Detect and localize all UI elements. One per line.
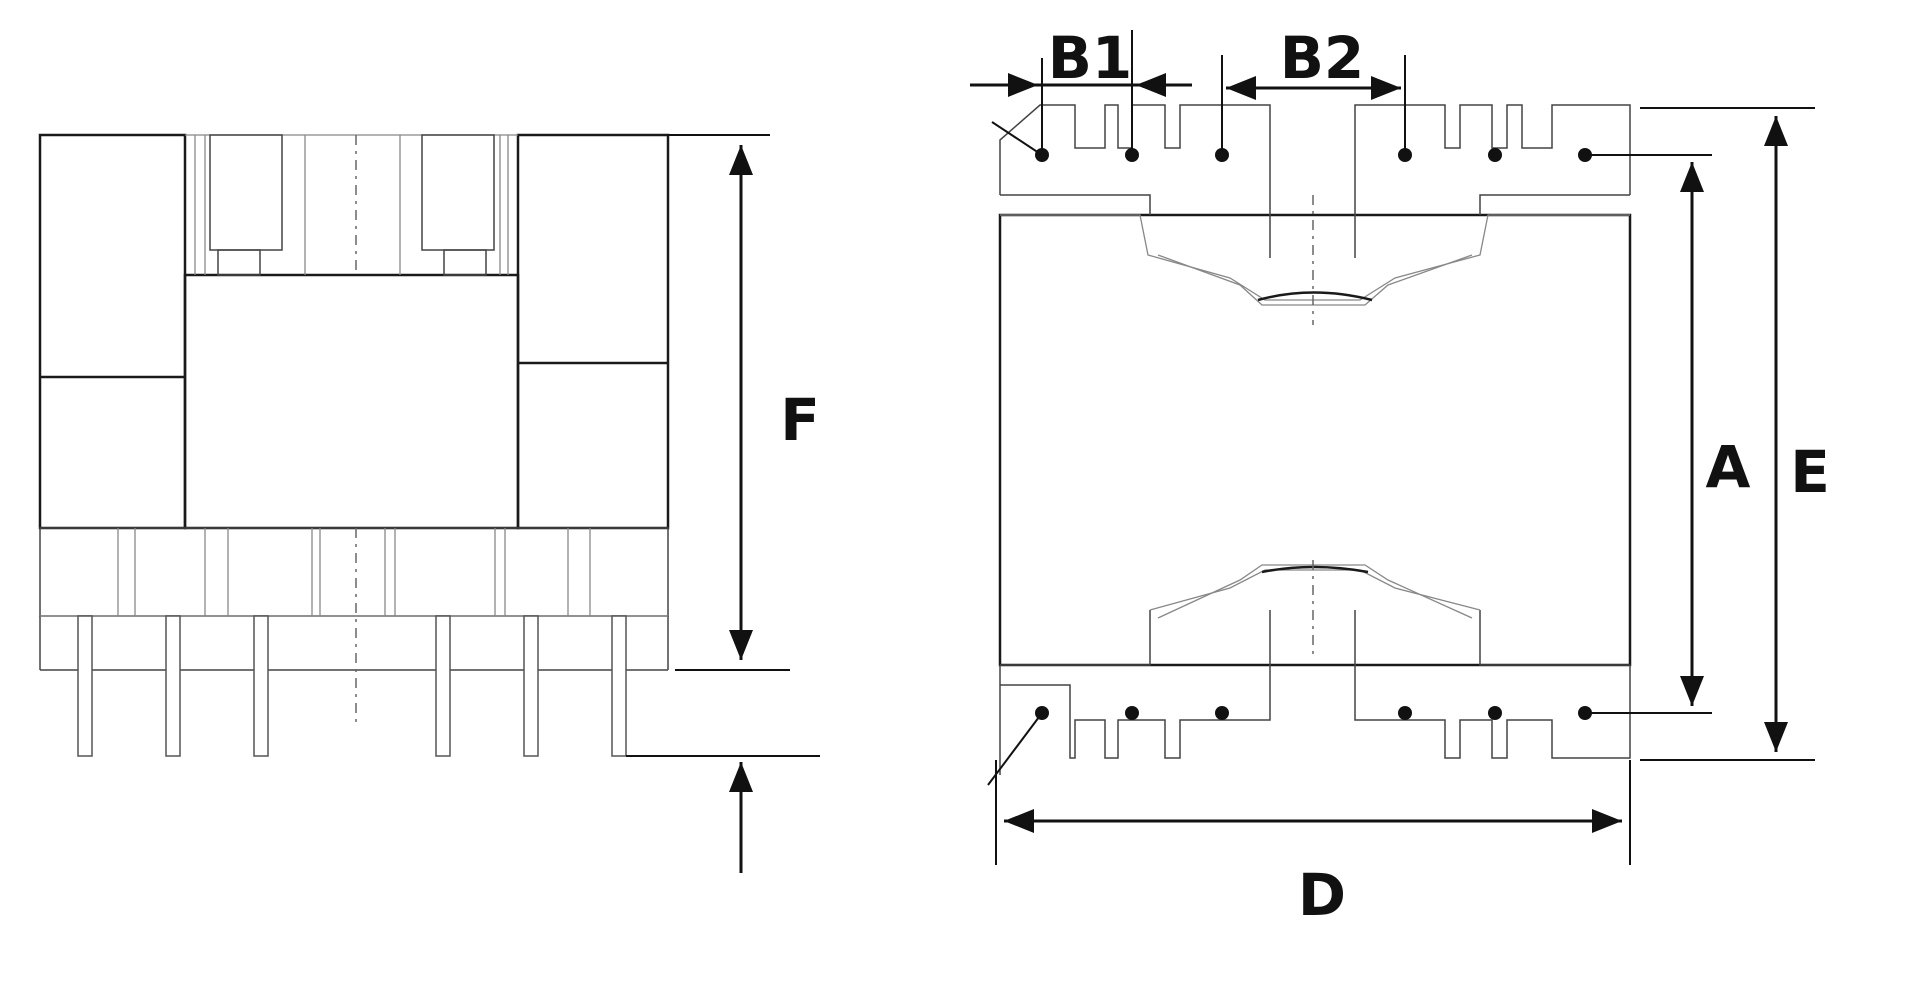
bottom-view-body: [998, 213, 1632, 667]
side-view-top-slots: [185, 134, 518, 276]
dimension-f: F: [626, 134, 820, 873]
dimension-b2: B2: [1221, 24, 1406, 150]
label-a: A: [1706, 433, 1751, 501]
pin: [253, 615, 269, 757]
side-view-right-block: [516, 133, 670, 530]
dimension-e: E: [1640, 107, 1830, 761]
dimension-d: D: [995, 760, 1631, 929]
label-d: D: [1298, 861, 1346, 929]
bottom-pin-dots: [1035, 706, 1592, 720]
pin: [523, 615, 539, 757]
pin: [165, 615, 181, 757]
label-b1: B1: [1048, 24, 1133, 92]
side-view-base: [39, 527, 669, 728]
label-b2: B2: [1280, 24, 1365, 92]
label-e: E: [1790, 438, 1830, 506]
dimension-a: A: [1585, 154, 1751, 714]
side-view-left-block: [38, 133, 187, 530]
bottom-view-top-flange: [999, 104, 1631, 258]
label-f: F: [780, 386, 820, 454]
bottom-view: [987, 104, 1632, 786]
dimension-b1: B1: [970, 24, 1192, 150]
top-pin-dots: [1035, 148, 1592, 162]
side-view: [38, 133, 670, 757]
side-view-pins: [77, 615, 627, 757]
pin: [435, 615, 451, 757]
side-view-core: [183, 273, 520, 530]
bottom-view-bottom-flange: [999, 610, 1631, 775]
pin: [77, 615, 93, 757]
pin: [611, 615, 627, 757]
